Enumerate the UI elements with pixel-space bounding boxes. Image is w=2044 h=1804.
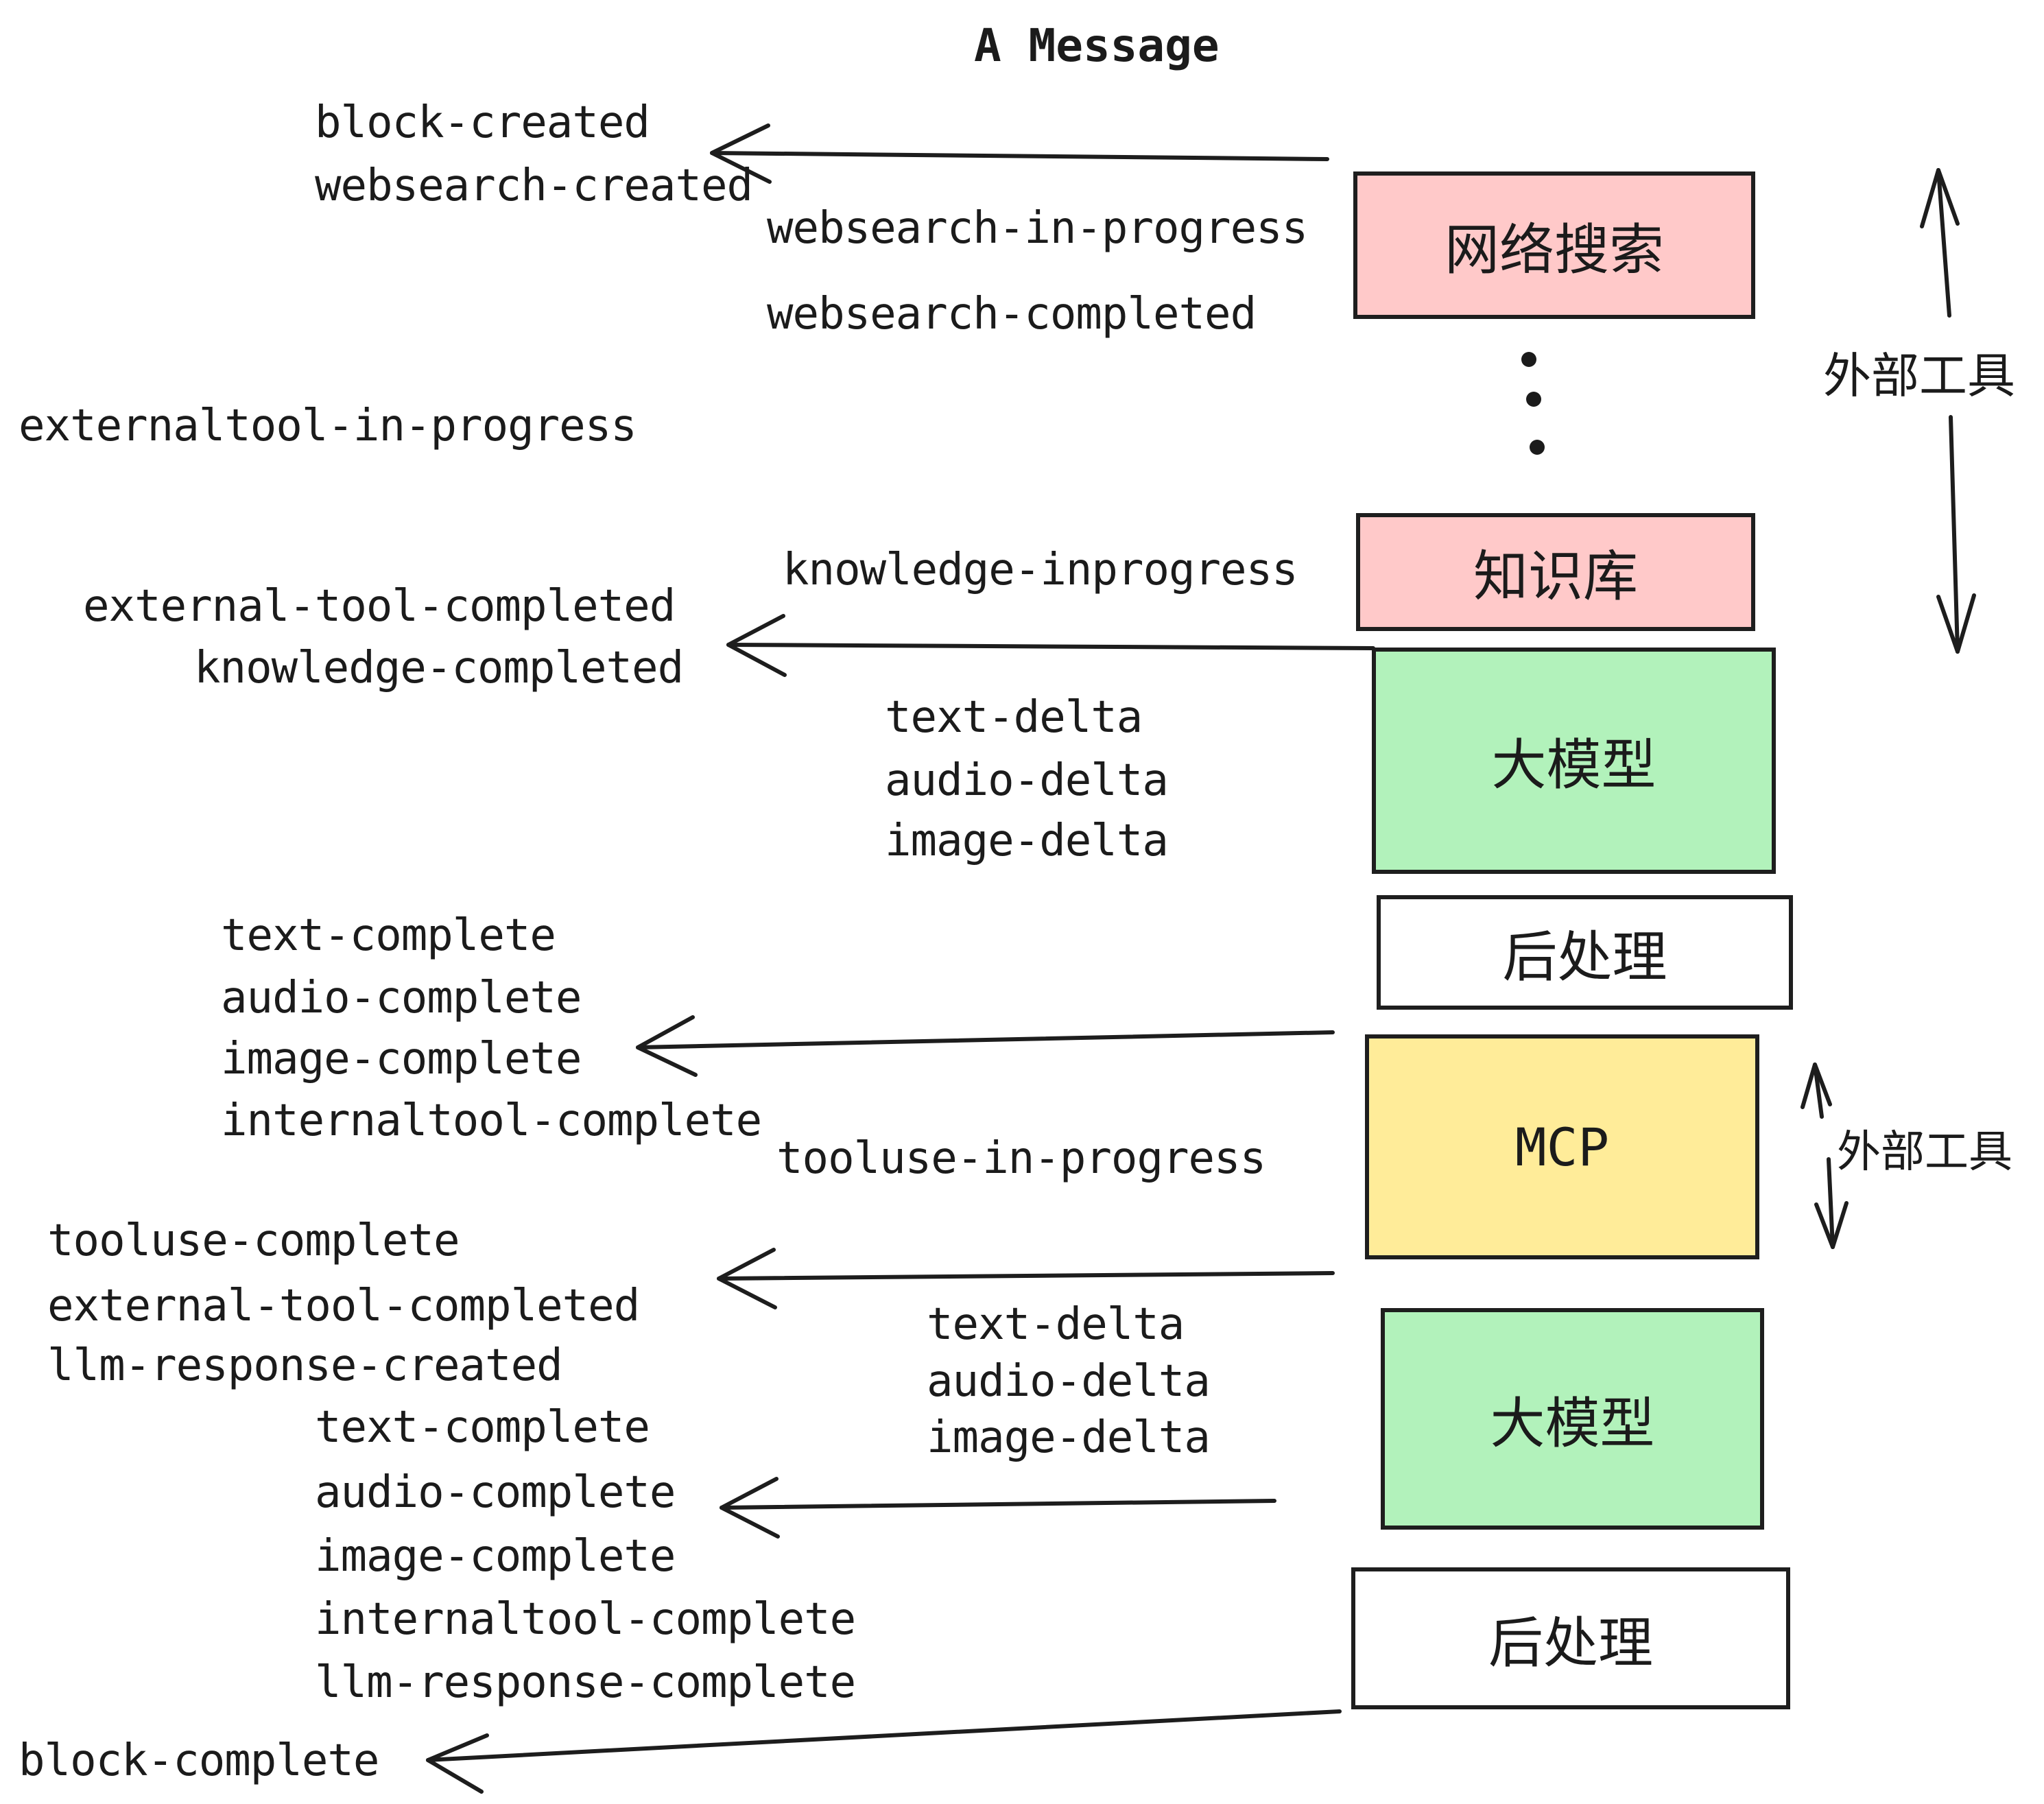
event-knowledge-inprogress: knowledge-inprogress [783, 545, 1298, 595]
event-tooluse-complete: tooluse-complete [47, 1215, 460, 1266]
arrow-llm-complete [720, 1477, 1276, 1539]
node-knowledge-base-label: 知识库 [1473, 545, 1638, 608]
event-internaltool-complete-2: internaltool-complete [315, 1594, 856, 1645]
event-websearch-completed: websearch-completed [767, 289, 1257, 340]
event-audio-delta-2: audio-delta [927, 1356, 1211, 1407]
event-block-created: block-created [315, 97, 650, 148]
event-text-delta: text-delta [885, 692, 1143, 743]
ellipsis-dot-3 [1530, 440, 1545, 455]
event-text-complete: text-complete [221, 910, 556, 961]
diagram-title: A Message [974, 19, 1220, 72]
annotation-external-tools-top: 外部工具 [1823, 348, 2015, 404]
ellipsis-dot-1 [1521, 352, 1536, 367]
event-text-delta-2: text-delta [927, 1299, 1185, 1350]
arrow-internal-complete [636, 1015, 1335, 1077]
event-llm-response-created: llm-response-created [47, 1340, 563, 1391]
node-post-process-bottom: 后处理 [1351, 1567, 1790, 1709]
event-image-complete-2: image-complete [315, 1531, 676, 1582]
event-audio-delta: audio-delta [885, 755, 1169, 806]
event-text-complete-2: text-complete [315, 1402, 650, 1453]
node-mcp-label: MCP [1514, 1116, 1610, 1178]
node-llm-bottom-label: 大模型 [1490, 1391, 1655, 1456]
event-external-tool-completed: external-tool-completed [83, 581, 676, 632]
node-mcp: MCP [1365, 1034, 1759, 1259]
event-llm-response-complete: llm-response-complete [315, 1657, 856, 1708]
event-audio-complete-2: audio-complete [315, 1467, 676, 1518]
node-llm-top-label: 大模型 [1491, 733, 1656, 797]
event-websearch-created: websearch-created [315, 161, 753, 211]
event-block-complete: block-complete [19, 1735, 379, 1786]
event-externaltool-in-progress: externaltool-in-progress [19, 401, 637, 451]
node-web-search-label: 网络搜索 [1445, 217, 1664, 282]
annotation-external-tools-mid: 外部工具 [1837, 1127, 2012, 1178]
node-post-process-top: 后处理 [1377, 895, 1793, 1010]
event-knowledge-completed: knowledge-completed [194, 643, 684, 693]
event-audio-complete: audio-complete [221, 973, 582, 1023]
event-tooluse-in-progress: tooluse-in-progress [776, 1133, 1266, 1184]
event-image-complete: image-complete [221, 1034, 582, 1084]
node-llm-top: 大模型 [1372, 648, 1776, 874]
node-llm-bottom: 大模型 [1381, 1308, 1764, 1530]
arrow-knowledge-completed [726, 614, 1375, 677]
event-image-delta: image-delta [885, 816, 1169, 866]
node-post-process-top-label: 后处理 [1502, 925, 1667, 989]
node-knowledge-base: 知识库 [1356, 513, 1755, 631]
event-internaltool-complete: internaltool-complete [221, 1095, 762, 1146]
event-external-tool-completed-2: external-tool-completed [47, 1281, 640, 1331]
node-post-process-bottom-label: 后处理 [1488, 1611, 1653, 1675]
event-websearch-in-progress: websearch-in-progress [767, 203, 1308, 254]
arrow-block-complete [426, 1709, 1342, 1794]
arrow-block-created [710, 123, 1329, 184]
external-tools-top-arrow [1920, 168, 1976, 654]
ellipsis-dot-2 [1526, 392, 1541, 407]
event-image-delta-2: image-delta [927, 1412, 1211, 1463]
node-web-search: 网络搜索 [1353, 171, 1755, 319]
